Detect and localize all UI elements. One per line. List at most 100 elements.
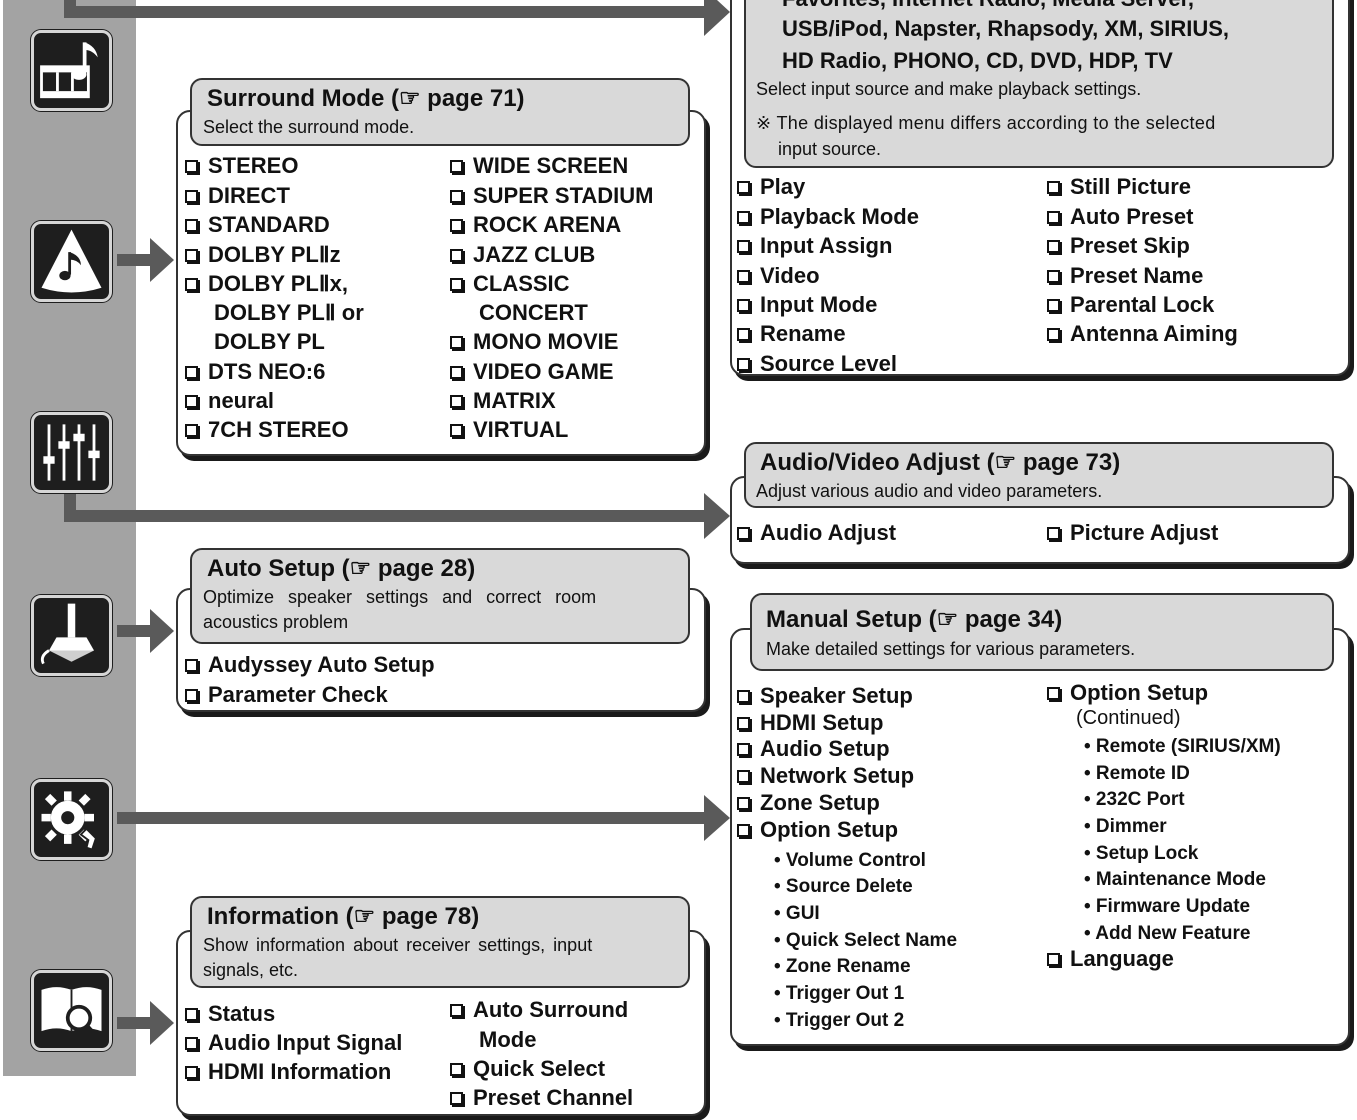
- surround-item-stereo[interactable]: STEREO: [185, 153, 298, 179]
- input-source-note-cont: input source.: [778, 139, 882, 159]
- av-adjust-title: Audio/Video Adjust (☞ page 73): [760, 449, 1121, 476]
- surround-item-concert: CONCERT: [479, 300, 588, 325]
- menu-item-input-mode[interactable]: Input Mode: [737, 292, 877, 318]
- menu-item-input-assign[interactable]: Input Assign: [737, 233, 892, 259]
- sub-item-volume-control[interactable]: • Volume Control: [774, 850, 926, 871]
- sub-item-remote-id[interactable]: • Remote ID: [1084, 763, 1190, 784]
- surround-item-rock-arena[interactable]: ROCK ARENA: [450, 212, 621, 238]
- surround-mode-desc: Select the surround mode.: [203, 117, 415, 137]
- surround-item-jazz-club[interactable]: JAZZ CLUB: [450, 242, 595, 268]
- menu-item-hdmi-setup[interactable]: HDMI Setup: [737, 710, 883, 736]
- sub-item-source-delete[interactable]: • Source Delete: [774, 876, 913, 897]
- menu-item-rename[interactable]: Rename: [737, 321, 846, 347]
- surround-item-wide-screen[interactable]: WIDE SCREEN: [450, 153, 628, 179]
- surround-item-dolby-pl: DOLBY PL: [214, 329, 325, 354]
- sub-item-maintenance-mode[interactable]: • Maintenance Mode: [1084, 869, 1266, 890]
- menu-item-antenna-aiming[interactable]: Antenna Aiming: [1047, 321, 1238, 347]
- sub-item-232c-port[interactable]: • 232C Port: [1084, 789, 1185, 810]
- surround-item-7ch-stereo[interactable]: 7CH STEREO: [185, 417, 349, 443]
- input-source-icon[interactable]: [31, 30, 112, 111]
- menu-item-audio-input-signal[interactable]: Audio Input Signal: [185, 1030, 402, 1056]
- menu-item-preset-name[interactable]: Preset Name: [1047, 263, 1203, 289]
- menu-item-preset-channel[interactable]: Preset Channel: [450, 1085, 633, 1111]
- sub-item-zone-rename[interactable]: • Zone Rename: [774, 956, 911, 977]
- auto-setup-icon[interactable]: [31, 595, 112, 676]
- surround-item-classic[interactable]: CLASSIC: [450, 271, 570, 297]
- audio-video-adjust-icon[interactable]: [31, 412, 112, 493]
- input-source-header: [744, 0, 1334, 168]
- menu-item-playback-mode[interactable]: Playback Mode: [737, 204, 919, 230]
- sub-item-trigger-out-1[interactable]: • Trigger Out 1: [774, 983, 905, 1004]
- menu-item-video[interactable]: Video: [737, 263, 820, 289]
- connector-auto: [117, 625, 153, 637]
- menu-item-option-setup-continued[interactable]: Option Setup: [1047, 680, 1208, 706]
- menu-item-hdmi-information[interactable]: HDMI Information: [185, 1059, 391, 1085]
- auto-setup-title: Auto Setup (☞ page 28): [207, 555, 476, 582]
- surround-item-dolby-pliiz[interactable]: DOLBY PLⅡz: [185, 242, 341, 268]
- surround-icon[interactable]: [31, 221, 112, 302]
- menu-item-picture-adjust[interactable]: Picture Adjust: [1047, 520, 1218, 546]
- arrow-auto: [150, 609, 174, 653]
- sub-item-add-new-feature[interactable]: • Add New Feature: [1084, 923, 1251, 944]
- sub-item-quick-select-name[interactable]: • Quick Select Name: [774, 930, 958, 951]
- surround-item-video-game[interactable]: VIDEO GAME: [450, 359, 614, 385]
- surround-item-matrix[interactable]: MATRIX: [450, 388, 556, 414]
- connector-av-horizontal: [64, 510, 712, 522]
- surround-item-virtual[interactable]: VIRTUAL: [450, 417, 568, 443]
- arrow-info: [150, 1001, 174, 1045]
- input-source-desc: Select input source and make playback se…: [756, 79, 1142, 99]
- input-source-line3: HD Radio, PHONO, CD, DVD, HDP, TV: [782, 48, 1173, 73]
- surround-mode-box: [176, 110, 706, 456]
- menu-item-source-level[interactable]: Source Level: [737, 351, 897, 377]
- menu-item-parental-lock[interactable]: Parental Lock: [1047, 292, 1214, 318]
- input-source-note: ※ The displayed menu differs according t…: [756, 113, 1216, 133]
- menu-item-language[interactable]: Language: [1047, 946, 1174, 972]
- menu-item-parameter-check[interactable]: Parameter Check: [185, 682, 388, 708]
- arrow-surround: [150, 238, 174, 282]
- auto-setup-desc-2: acoustics problem: [203, 612, 349, 632]
- arrow-input: [704, 0, 730, 36]
- surround-item-neural[interactable]: neural: [185, 388, 274, 414]
- sub-item-firmware-update[interactable]: • Firmware Update: [1084, 896, 1251, 917]
- menu-item-audyssey-auto-setup[interactable]: Audyssey Auto Setup: [185, 652, 435, 678]
- information-title: Information (☞ page 78): [207, 903, 480, 930]
- information-desc-2: signals, etc.: [203, 960, 299, 980]
- surround-item-dolby-pliix[interactable]: DOLBY PLⅡx,: [185, 271, 348, 297]
- menu-item-status[interactable]: Status: [185, 1001, 275, 1027]
- input-source-line2: USB/iPod, Napster, Rhapsody, XM, SIRIUS,: [782, 16, 1230, 41]
- surround-item-mono-movie[interactable]: MONO MOVIE: [450, 329, 618, 355]
- surround-item-super-stadium[interactable]: SUPER STADIUM: [450, 183, 654, 209]
- menu-item-auto-surround-mode-cont: Mode: [479, 1027, 537, 1052]
- sub-item-gui[interactable]: • GUI: [774, 903, 820, 924]
- menu-item-preset-skip[interactable]: Preset Skip: [1047, 233, 1190, 259]
- menu-item-network-setup[interactable]: Network Setup: [737, 763, 914, 789]
- menu-item-still-picture[interactable]: Still Picture: [1047, 174, 1191, 200]
- menu-item-option-setup[interactable]: Option Setup: [737, 817, 898, 843]
- manual-setup-desc: Make detailed settings for various param…: [766, 639, 1136, 659]
- information-icon[interactable]: [31, 970, 112, 1051]
- manual-setup-header: [750, 593, 1334, 671]
- sub-item-setup-lock[interactable]: • Setup Lock: [1084, 843, 1199, 864]
- av-adjust-desc: Adjust various audio and video parameter…: [756, 481, 1103, 501]
- surround-item-direct[interactable]: DIRECT: [185, 183, 290, 209]
- menu-item-audio-adjust[interactable]: Audio Adjust: [737, 520, 896, 546]
- menu-item-quick-select[interactable]: Quick Select: [450, 1056, 605, 1082]
- manual-setup-icon[interactable]: [31, 779, 112, 860]
- surround-item-dts-neo6[interactable]: DTS NEO:6: [185, 359, 325, 385]
- sub-item-dimmer[interactable]: • Dimmer: [1084, 816, 1167, 837]
- menu-item-play[interactable]: Play: [737, 174, 805, 200]
- menu-item-auto-surround-mode[interactable]: Auto Surround: [450, 997, 628, 1023]
- auto-setup-desc-1: Optimize speaker settings and correct ro…: [203, 587, 597, 607]
- menu-item-speaker-setup[interactable]: Speaker Setup: [737, 683, 913, 709]
- surround-mode-header: [190, 78, 690, 146]
- auto-setup-header: [190, 548, 690, 644]
- connector-surround: [117, 254, 153, 266]
- sub-item-trigger-out-2[interactable]: • Trigger Out 2: [774, 1010, 905, 1031]
- sub-item-remote-sirius-xm[interactable]: • Remote (SIRIUS/XM): [1084, 736, 1281, 757]
- arrow-manual: [704, 795, 730, 841]
- menu-item-auto-preset[interactable]: Auto Preset: [1047, 204, 1193, 230]
- surround-item-standard[interactable]: STANDARD: [185, 212, 330, 238]
- manual-setup-box: [730, 628, 1350, 1046]
- menu-item-zone-setup[interactable]: Zone Setup: [737, 790, 880, 816]
- menu-item-audio-setup[interactable]: Audio Setup: [737, 736, 890, 762]
